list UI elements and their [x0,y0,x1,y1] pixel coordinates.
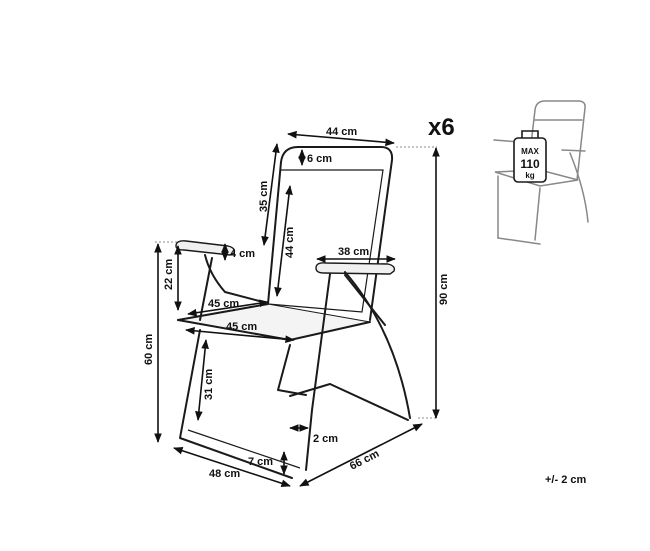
right-arm-curve [344,271,411,419]
seat-width-label: 45 cm [226,321,257,333]
backrest-sling [267,169,384,313]
leg-height-label: 31 cm [203,369,215,400]
right-arm-link [344,274,386,326]
back-height-inner-label: 44 cm [284,227,296,258]
max-load-line1: MAX [521,147,539,156]
seat-height-label: 60 cm [143,334,155,365]
guide-lines [155,146,437,419]
top-bar-label: 6 cm [307,153,332,165]
arm-height-label: 22 cm [163,259,175,290]
cross-bar [289,383,409,421]
seat-sling [177,303,371,341]
right-armrest [315,262,396,275]
backrest-frame [267,146,394,321]
tolerance-label: +/- 2 cm [545,474,586,486]
right-arm-post [311,273,331,411]
seat-depth-label: 45 cm [208,298,239,310]
dimension-labels: 44 cm 6 cm 35 cm 44 cm 4 cm 38 cm 22 cm … [143,126,450,480]
total-height-label: 90 cm [438,274,450,305]
max-load-line2: 110 [520,157,540,171]
base-depth-label: 66 cm [348,448,381,473]
leg-gap-label: 2 cm [313,433,338,445]
foot-height-label: 7 cm [248,456,273,468]
rear-leg [305,409,313,471]
max-load-line3: kg [525,171,534,180]
dimension-lines [154,130,440,487]
quantity-label: x6 [428,114,455,141]
front-right-leg [277,344,307,396]
weight-icon [513,137,547,183]
back-height-outer-label: 35 cm [258,181,270,212]
arm-length-label: 38 cm [338,246,369,258]
arm-offset-label: 4 cm [230,248,255,260]
back-width-label: 44 cm [326,126,357,138]
base-width-label: 48 cm [209,468,240,480]
left-arm-support [204,254,264,303]
load-capacity-icon: MAX 110 kg [493,100,589,245]
